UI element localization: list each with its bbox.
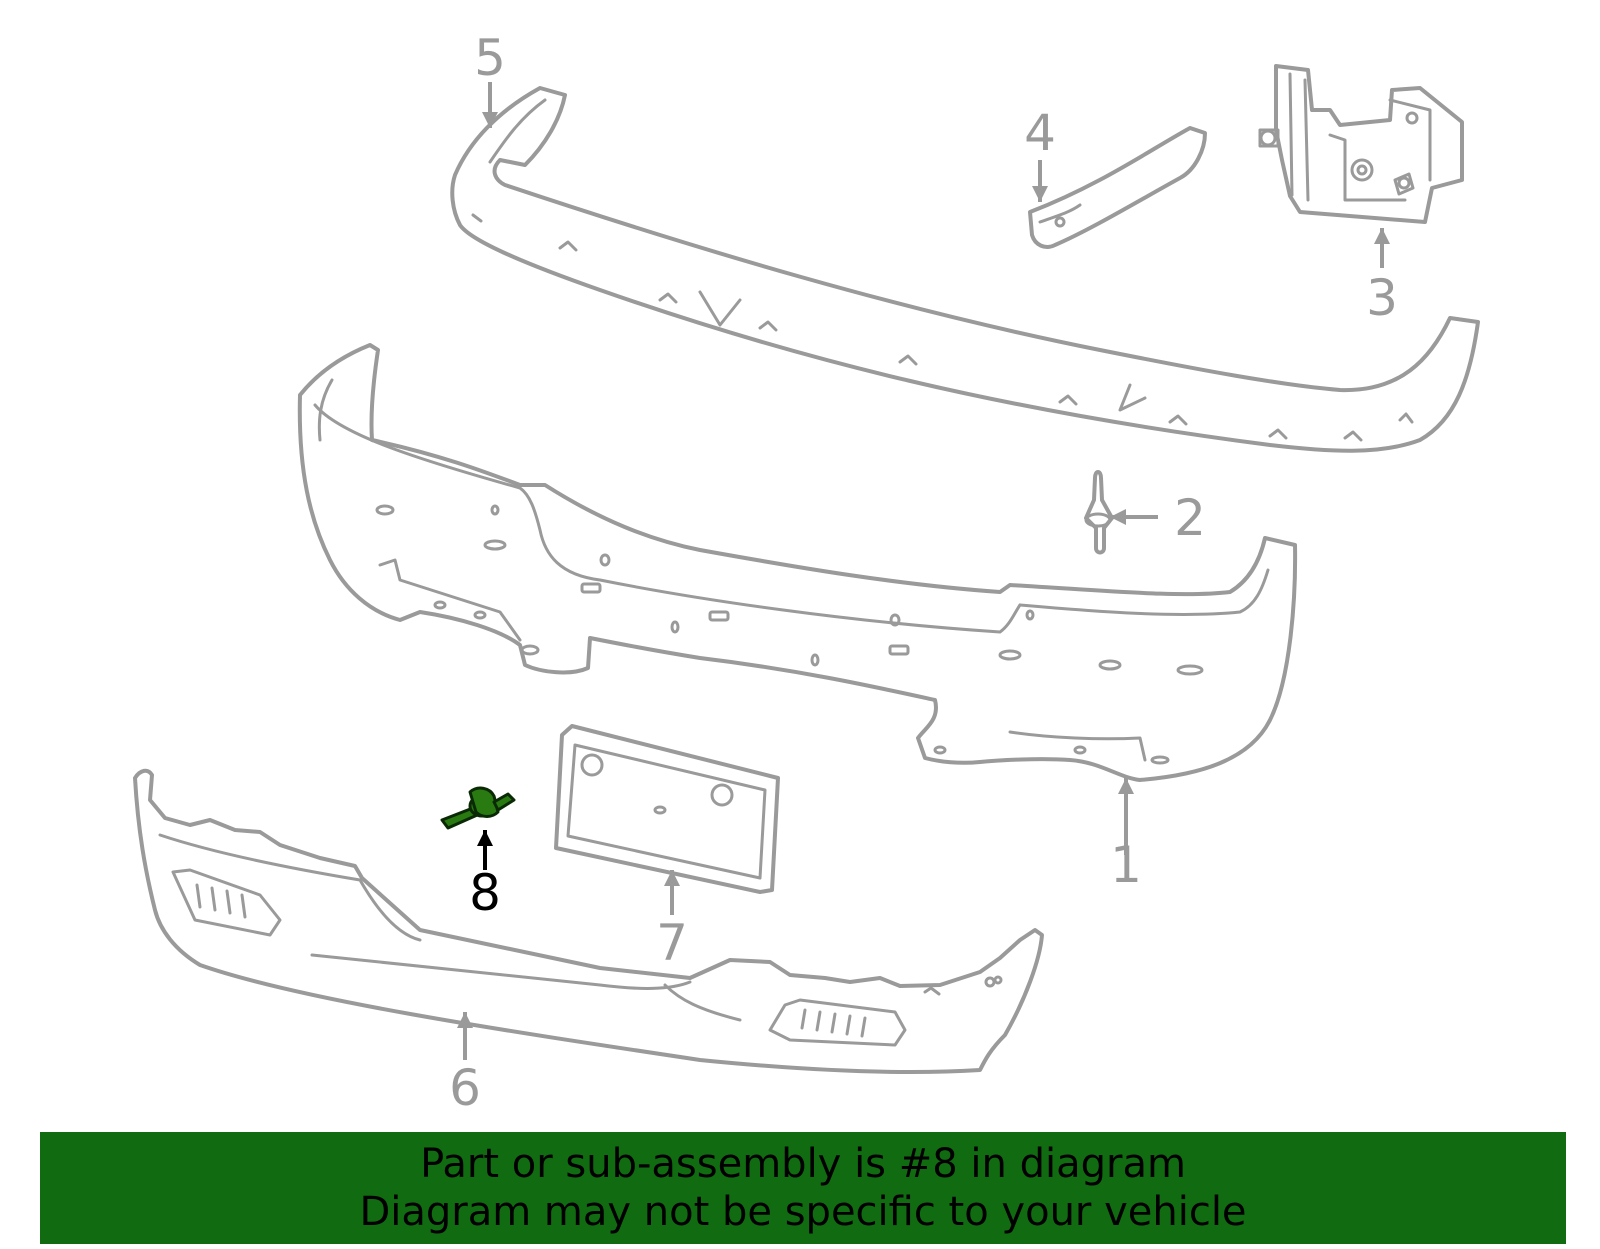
callout-number-6: 6	[449, 1059, 481, 1117]
part-5-reinforcement-bar[interactable]	[450, 86, 1480, 453]
callout-number-8: 8	[469, 864, 501, 922]
callout-3: 3	[1366, 228, 1398, 327]
callout-6: 6	[449, 1012, 481, 1117]
callout-2: 2	[1110, 489, 1206, 547]
callout-arrowhead-4	[1032, 186, 1048, 202]
part-3-mounting-bracket[interactable]	[1258, 64, 1464, 224]
callout-7: 7	[656, 870, 688, 972]
callout-4: 4	[1024, 104, 1056, 202]
callout-number-7: 7	[656, 914, 688, 972]
part-2-retainer-clip[interactable]	[1084, 470, 1114, 555]
callout-arrowhead-1	[1118, 778, 1134, 794]
callout-arrowhead-5	[482, 112, 498, 128]
callout-arrowhead-2	[1110, 509, 1126, 525]
callout-number-2: 2	[1174, 489, 1206, 547]
info-banner: Part or sub-assembly is #8 in diagram Di…	[40, 1132, 1566, 1244]
callout-number-4: 4	[1024, 104, 1056, 162]
part-6-lower-valance[interactable]	[133, 768, 1044, 1074]
banner-line-part-info: Part or sub-assembly is #8 in diagram	[420, 1141, 1186, 1187]
callout-arrowhead-3	[1374, 228, 1390, 244]
callout-5: 5	[474, 29, 506, 128]
part-1-bumper-face[interactable]	[297, 343, 1298, 782]
banner-line-disclaimer: Diagram may not be specific to your vehi…	[359, 1189, 1247, 1235]
callout-arrowhead-8	[477, 830, 493, 846]
callout-arrowhead-6	[457, 1012, 473, 1028]
callout-1: 1	[1110, 778, 1142, 894]
part-4-bracket[interactable]	[1028, 126, 1207, 249]
callout-number-3: 3	[1366, 269, 1398, 327]
part-7-license-plate-bracket[interactable]	[554, 724, 780, 894]
part-8-bolt[interactable]	[440, 786, 516, 830]
callout-8: 8	[469, 830, 501, 922]
callout-arrowhead-7	[664, 870, 680, 886]
parts-diagram: 1 2 3 4 5 6 7 8	[133, 29, 1480, 1117]
callout-number-1: 1	[1110, 836, 1142, 894]
callout-number-5: 5	[474, 29, 506, 87]
